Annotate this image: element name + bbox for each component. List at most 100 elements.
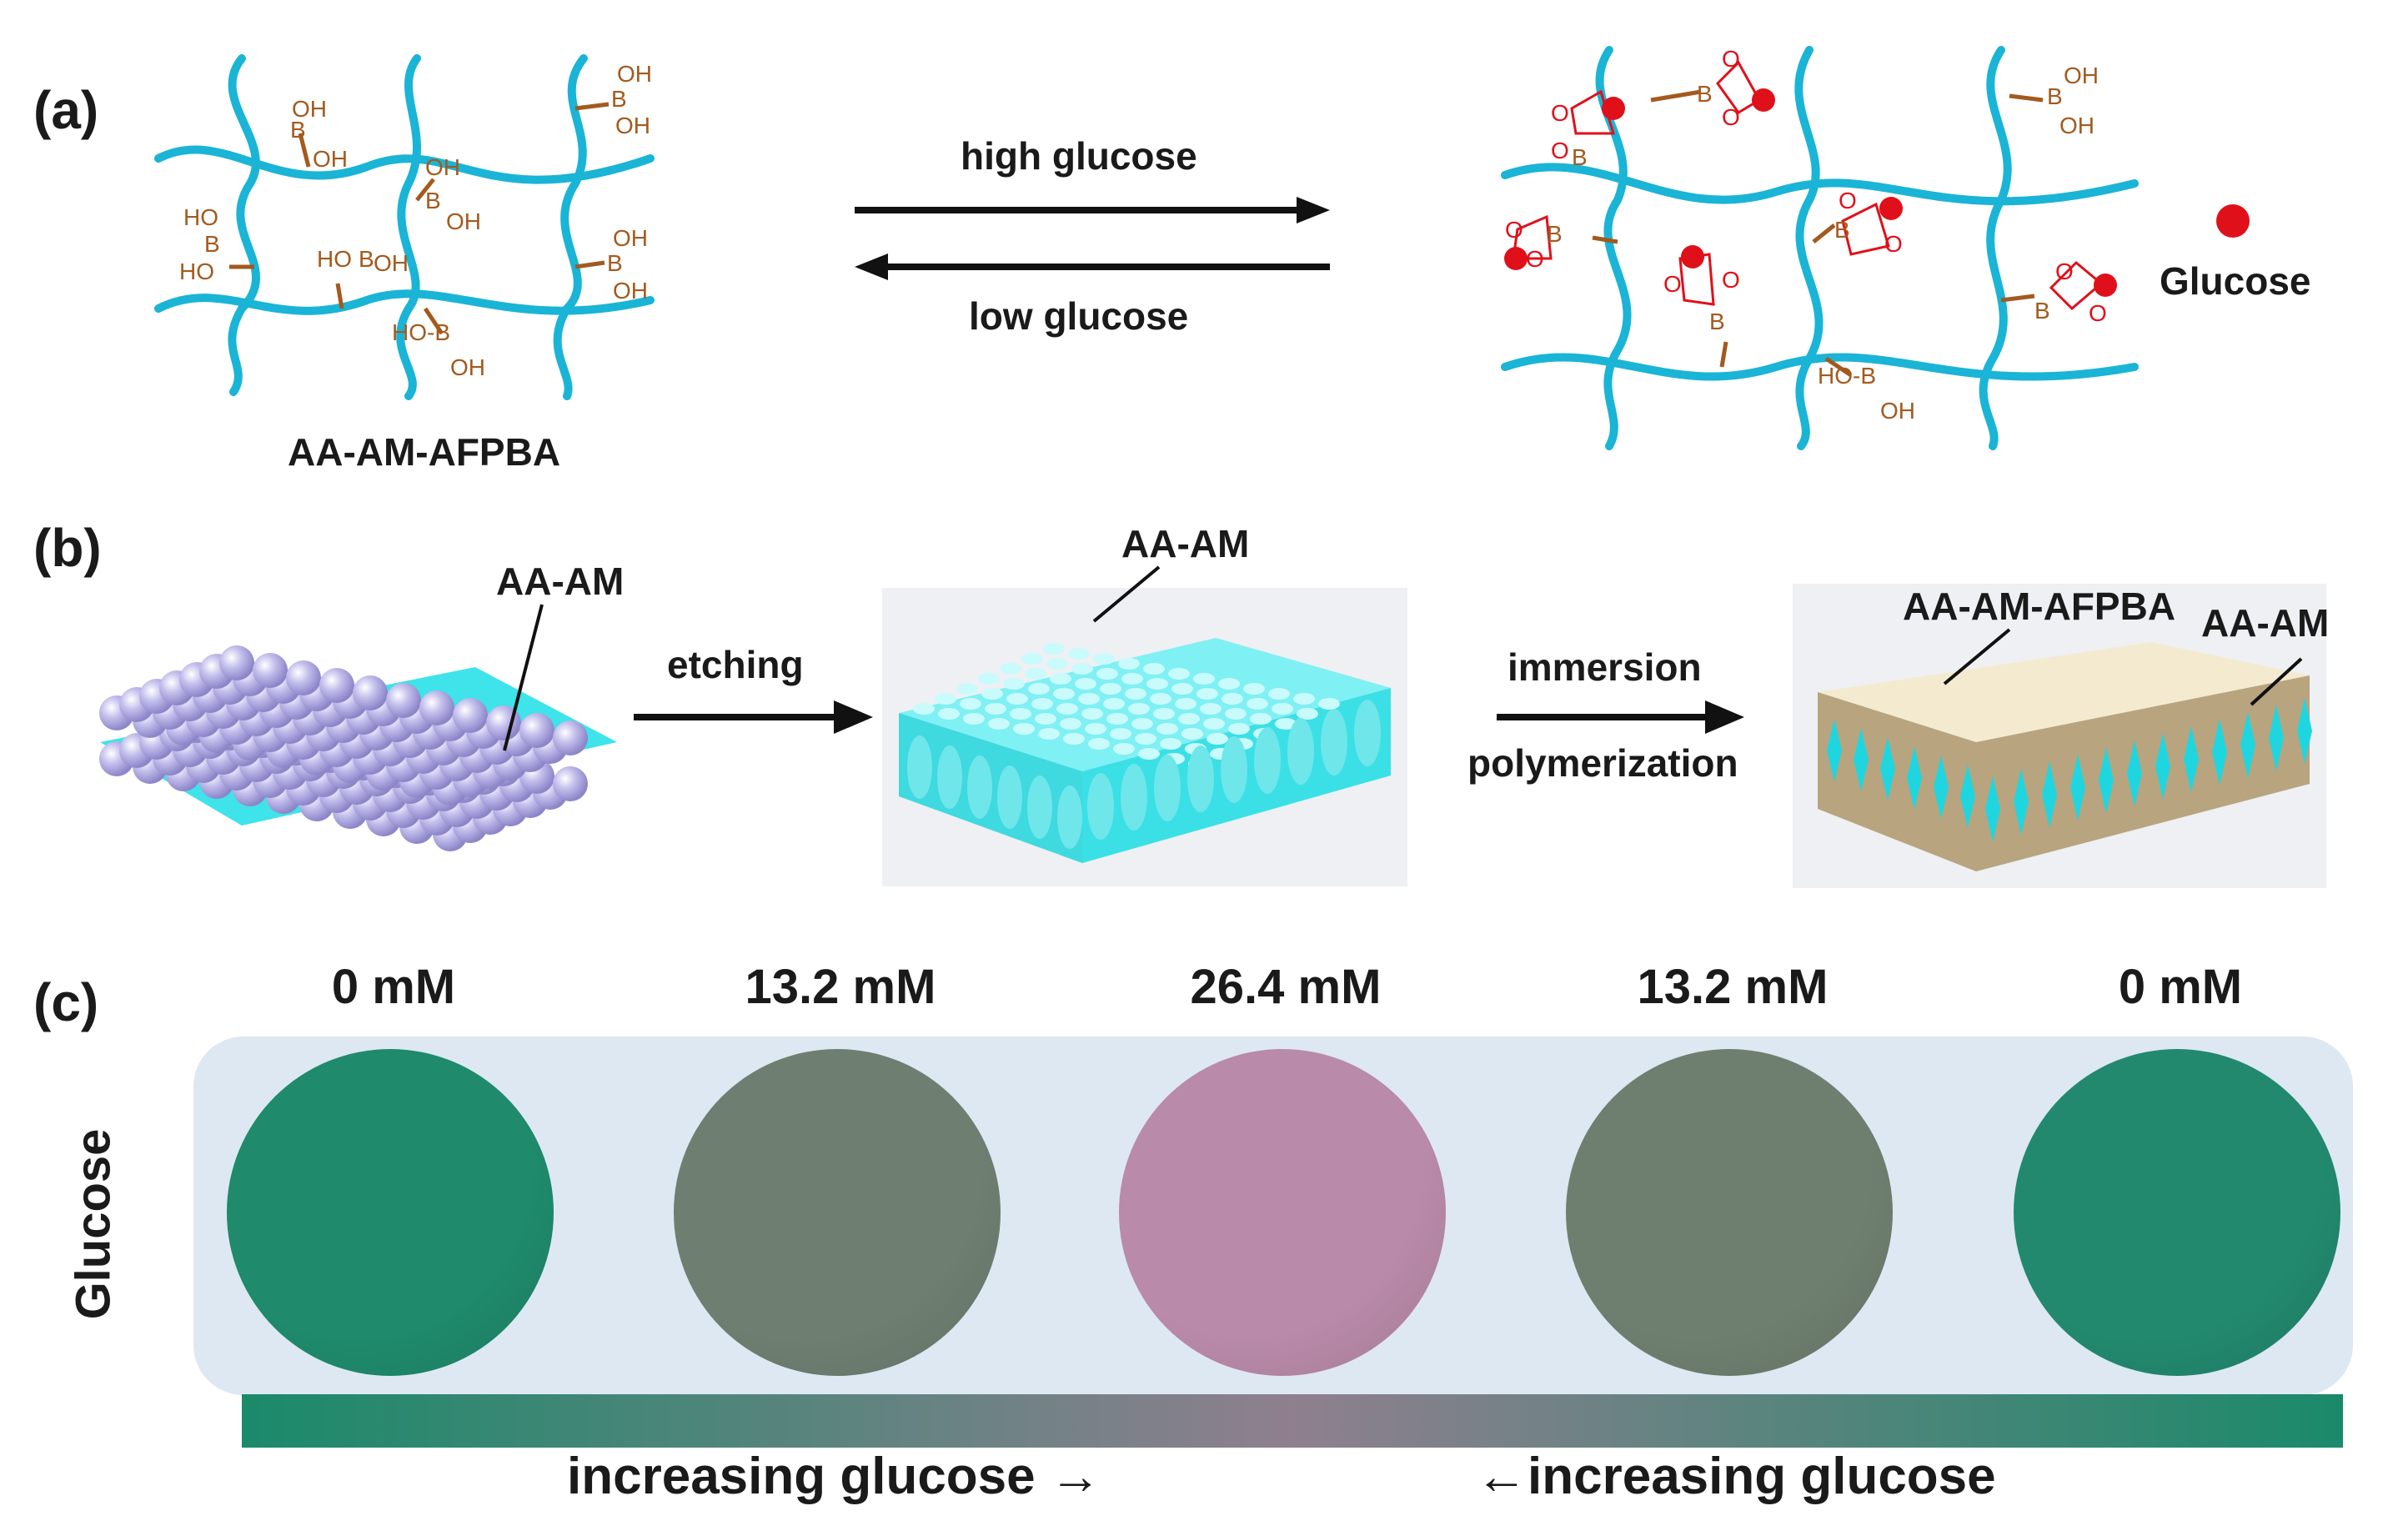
pore	[1093, 653, 1115, 665]
pore	[1110, 728, 1131, 740]
o-text: O	[1551, 100, 1569, 126]
pore	[1100, 683, 1121, 695]
sensor-photo-13mM	[674, 1049, 1001, 1376]
oh-text: OH	[2059, 113, 2094, 138]
pore-grid	[907, 643, 1381, 849]
glucose-side-label: Glucose	[66, 1128, 121, 1320]
pore	[1225, 708, 1247, 720]
o-text: O	[1505, 217, 1523, 243]
template-sphere	[453, 698, 488, 733]
pore	[938, 708, 960, 720]
sensor-photo-26mM	[1119, 1049, 1446, 1376]
etching-arrow	[634, 700, 873, 734]
pore	[1138, 748, 1160, 760]
o-text: O	[1551, 138, 1569, 163]
pore	[1121, 673, 1143, 685]
pore	[1013, 723, 1035, 735]
side-pore	[907, 735, 932, 799]
side-pore	[1027, 776, 1052, 839]
polymer-chains	[154, 54, 655, 400]
pore	[963, 713, 985, 725]
side-pore	[1087, 773, 1114, 840]
color-gradient-bar	[242, 1394, 2343, 1448]
hob-text: HO-B	[392, 319, 450, 345]
pore	[1006, 693, 1028, 705]
hob-text: HO-B	[1818, 363, 1876, 389]
template-sphere	[219, 645, 254, 680]
side-pore	[1354, 700, 1381, 766]
pore	[1053, 688, 1075, 700]
pore	[1035, 713, 1056, 725]
b-text: B	[1572, 144, 1588, 170]
pore	[1168, 668, 1190, 680]
pore	[1196, 688, 1218, 700]
side-pore	[1254, 727, 1281, 794]
oh-text: OH	[615, 113, 650, 138]
oh-text: OH	[617, 61, 652, 87]
side-pore	[1321, 709, 1347, 776]
glucose-legend-label: Glucose	[2160, 259, 2311, 303]
pore	[1272, 703, 1293, 715]
polymer-chains	[1501, 46, 2139, 450]
concentration-label: 13.2 mM	[1637, 960, 1829, 1014]
hydrogel-diamond	[2099, 747, 2114, 814]
low-glucose-label: low glucose	[969, 294, 1189, 338]
left-polymer-network: OH B OH HO B HO HO B OH OH B OH HO-B OH …	[154, 54, 655, 400]
concentration-label: 13.2 mM	[745, 960, 936, 1014]
hydrogel-diamond	[2240, 711, 2255, 779]
pore	[1025, 668, 1046, 680]
o-text: O	[1722, 104, 1740, 130]
bound-glucose-dots	[1504, 88, 2117, 297]
sphere-grid	[99, 645, 588, 851]
pore	[1046, 658, 1068, 670]
pore	[1038, 728, 1060, 740]
b-text: B	[2047, 83, 2063, 109]
immersion-label: immersion	[1508, 645, 1702, 689]
pore	[1106, 713, 1128, 725]
pore	[1318, 698, 1340, 710]
pore	[1021, 653, 1043, 665]
oh-text: OH	[292, 96, 327, 122]
opal-template-stage	[99, 645, 617, 851]
pore	[978, 673, 1000, 685]
concentration-label: 0 mM	[2118, 960, 2243, 1014]
hydrogel-diamond	[2155, 733, 2170, 800]
high-glucose-label: high glucose	[961, 134, 1197, 178]
o-text: O	[1722, 267, 1740, 293]
hydrogel-diamond	[2042, 761, 2057, 828]
pore	[1218, 678, 1240, 690]
side-pore	[997, 766, 1022, 829]
b-text: B	[1547, 221, 1563, 247]
hydrogel-diamond-pattern	[1827, 697, 2312, 842]
hydrogel-diamond	[1985, 776, 2000, 842]
stage3-leader-lines	[1943, 628, 2303, 706]
composite-side-left	[1818, 692, 1976, 871]
b-text: B	[611, 86, 627, 112]
oh-text: OH	[425, 154, 460, 180]
right-arrowhead	[1297, 197, 1330, 223]
sensor-photo-0mM-return	[2014, 1049, 2340, 1376]
pore	[985, 703, 1006, 715]
pore	[1135, 733, 1156, 745]
etching-label: etching	[667, 643, 804, 686]
pore	[1063, 733, 1085, 745]
pore	[1088, 738, 1110, 750]
polymerization-label: polymerization	[1467, 741, 1738, 785]
pore	[1125, 688, 1146, 700]
stage2-leader-line	[1092, 565, 1161, 623]
pore	[1113, 743, 1135, 755]
o-text: O	[1722, 46, 1740, 72]
immersion-arrow	[1497, 700, 1744, 734]
oh-text: OH	[613, 225, 648, 251]
template-sphere	[553, 766, 588, 801]
composite-stage	[1818, 642, 2312, 871]
pore	[1228, 723, 1250, 735]
pore	[1143, 663, 1165, 675]
o-text: O	[1839, 188, 1857, 213]
hydrogel-diamond	[2212, 719, 2227, 786]
pore	[956, 683, 978, 695]
hydrogel-diamond	[1934, 755, 1949, 819]
pore	[1078, 693, 1100, 705]
o-text: O	[1884, 231, 1903, 257]
increasing-glucose-left: increasing glucose →	[567, 1448, 1101, 1505]
